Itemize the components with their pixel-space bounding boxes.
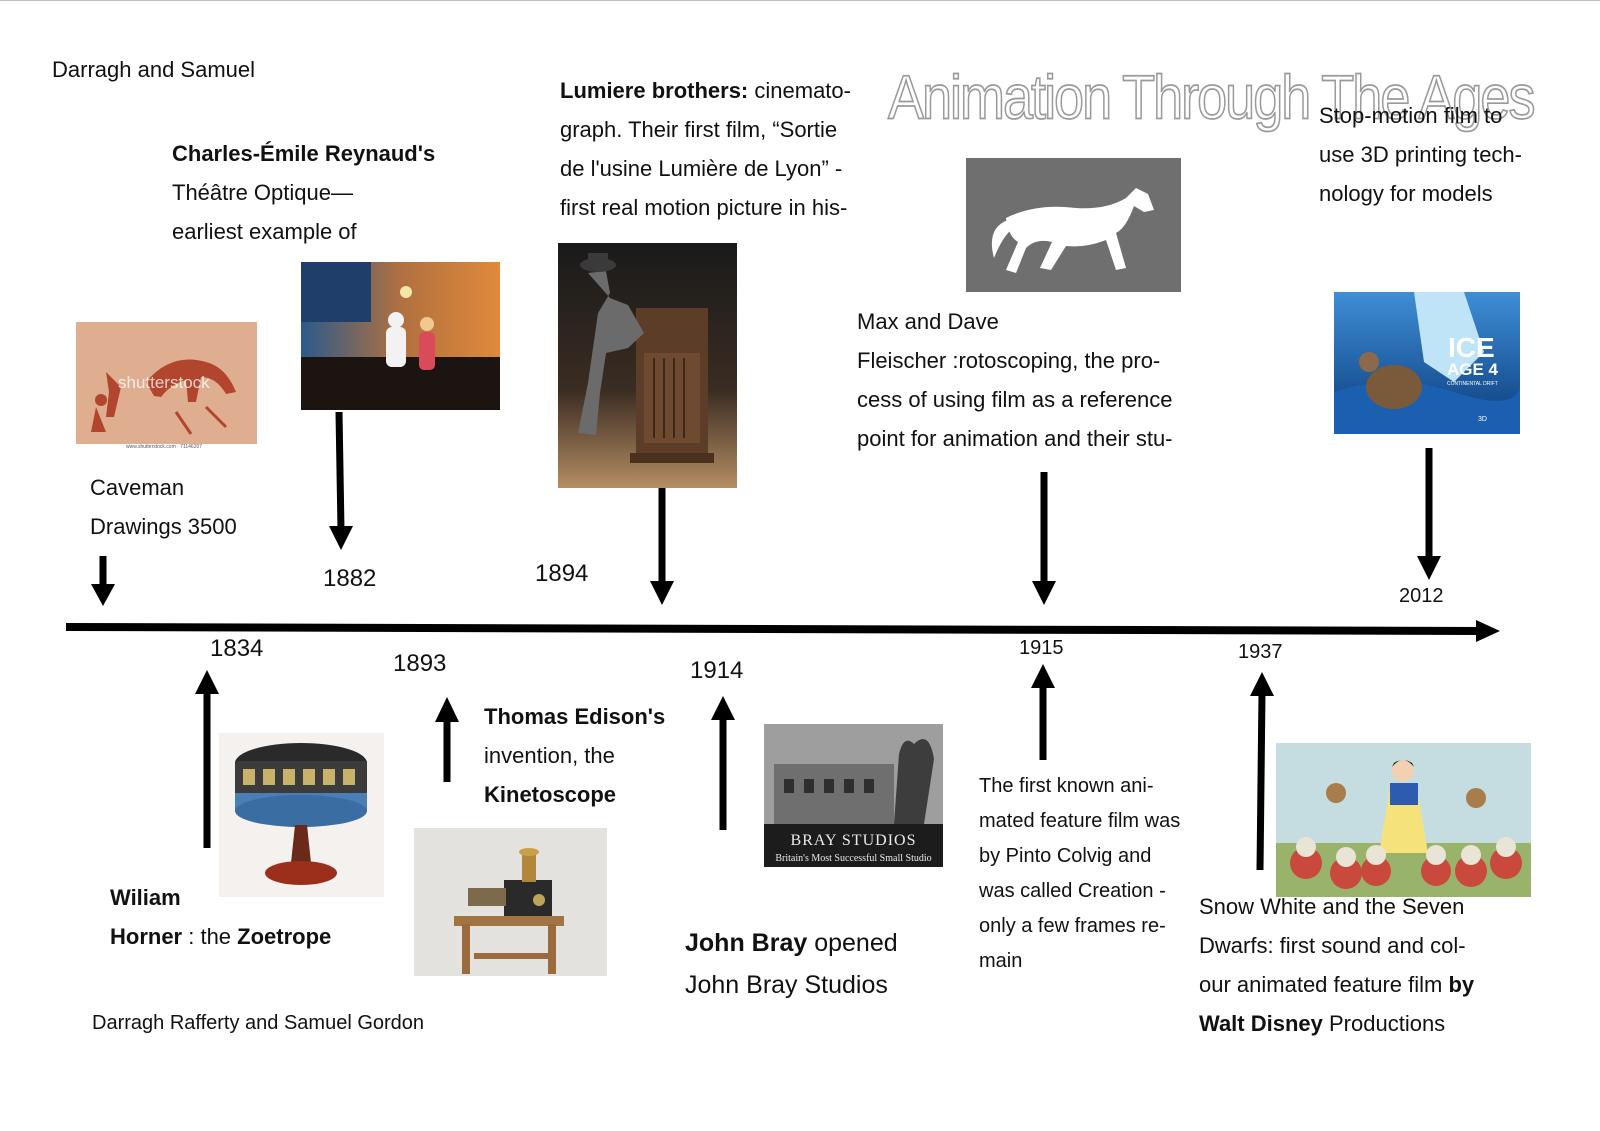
lumiere-text: Lumiere brothers: cinemato- graph. Their… — [560, 71, 851, 227]
page-top-border — [0, 0, 1600, 1]
snow-white-line-4a: Walt Disney — [1199, 1011, 1323, 1036]
arrow-1834 — [195, 670, 219, 848]
edison-text: Thomas Edison's invention, the Kinetosco… — [484, 697, 665, 814]
horner-line-2: Horner : the Zoetrope — [110, 917, 331, 956]
caveman-watermark: shutterstock — [118, 373, 210, 392]
fleischer-line-4: point for animation and their stu- — [857, 426, 1173, 451]
ice-age-line-1: Stop-motion film to — [1319, 103, 1503, 128]
lumiere-line-4: first real motion picture in his- — [560, 195, 848, 220]
ice-age-poster-2: AGE 4 — [1447, 360, 1499, 379]
snow-white-line-3b: by — [1448, 972, 1475, 997]
reynaud-text: Charles-Émile Reynaud's Théâtre Optique—… — [172, 134, 435, 251]
page-title: Animation Through The Ages — [887, 62, 1536, 133]
snow-white-text: Snow White and the Seven Dwarfs: first s… — [1199, 887, 1474, 1043]
main-timeline — [65, 620, 1500, 642]
fleischer-text: Max and Dave Fleischer :rotoscoping, the… — [857, 302, 1173, 458]
edison-device: Kinetoscope — [484, 782, 617, 807]
arrow-2012 — [1417, 448, 1441, 580]
ice-age-poster-1: ICE — [1448, 332, 1495, 363]
year-1915: 1915 — [1019, 637, 1064, 659]
year-1937: 1937 — [1238, 641, 1283, 663]
theatre-optique-image — [301, 262, 500, 410]
year-2012: 2012 — [1399, 585, 1444, 607]
ice-age-poster-image — [1334, 292, 1520, 434]
bray-sign-2: Britain's Most Successful Small Studio — [775, 853, 932, 864]
bray-studios-image — [764, 724, 943, 867]
authors-full: Darragh Rafferty and Samuel Gordon — [92, 1012, 425, 1034]
year-1914: 1914 — [690, 657, 744, 684]
horner-name-1: Wiliam — [110, 885, 181, 910]
creation-line-5: only a few frames re- — [979, 915, 1166, 937]
authors-short: Darragh and Samuel — [52, 57, 256, 82]
zoetrope-image — [219, 733, 384, 897]
rotoscope-horse-image — [966, 158, 1181, 292]
lumiere-name: Lumiere brothers: — [560, 78, 749, 103]
ice-age-line-2: use 3D printing tech- — [1319, 142, 1522, 167]
fleischer-line-1: Max and Dave — [857, 309, 999, 334]
creation-line-2: mated feature film was — [979, 810, 1181, 832]
bray-sign-1: BRAY STUDIOS — [790, 832, 917, 849]
arrow-1894 — [650, 488, 674, 605]
snow-white-line-4b: Productions — [1322, 1011, 1446, 1036]
reynaud-line-3: earliest example of — [172, 219, 357, 244]
caveman-line-1: Caveman — [90, 475, 185, 500]
arrow-1914 — [711, 696, 735, 830]
ice-age-poster-3: CONTINENTAL DRIFT — [1447, 381, 1498, 387]
bray-name: John Bray — [685, 929, 808, 957]
bray-line-2: John Bray Studios — [685, 971, 888, 999]
arrow-1915-up — [1031, 664, 1055, 760]
cinematograph-image — [558, 243, 737, 488]
lumiere-line-1: cinemato- — [748, 78, 851, 103]
year-1834: 1834 — [210, 635, 264, 662]
year-1893: 1893 — [393, 650, 447, 677]
arrow-1893 — [435, 697, 459, 782]
bray-rest: opened — [807, 929, 898, 957]
horner-name-2: Horner — [110, 924, 183, 949]
arrow-caveman — [91, 556, 115, 606]
reynaud-name: Charles-Émile Reynaud's — [172, 141, 436, 166]
edison-line-2: invention, the — [484, 743, 615, 768]
caveman-line-2: Drawings 3500 — [90, 514, 237, 539]
bray-text: John Bray opened John Bray Studios — [685, 922, 898, 1006]
lumiere-line-2: graph. Their first film, “Sortie — [560, 117, 838, 142]
edison-name: Thomas Edison's — [484, 704, 666, 729]
caveman-caption: www.shutterstock.com · 71146207 — [126, 444, 203, 450]
ice-age-poster-4: 3D — [1478, 416, 1487, 423]
ice-age-line-3: nology for models — [1319, 181, 1493, 206]
year-1894: 1894 — [535, 560, 589, 587]
creation-text: The first known ani- mated feature film … — [979, 769, 1180, 979]
creation-line-1: The first known ani- — [979, 775, 1154, 797]
caveman-text: Caveman Drawings 3500 — [90, 468, 237, 546]
snow-white-image — [1276, 743, 1531, 897]
snow-white-line-3a: our animated feature film — [1199, 972, 1449, 997]
arrow-1882 — [329, 411, 353, 550]
creation-line-3: by Pinto Colvig and — [979, 845, 1152, 867]
snow-white-line-2: Dwarfs: first sound and col- — [1199, 933, 1466, 958]
arrow-1915-down — [1032, 472, 1056, 605]
year-1882: 1882 — [323, 565, 377, 592]
arrow-1937 — [1250, 672, 1274, 871]
creation-line-4: was called Creation - — [979, 880, 1166, 902]
fleischer-line-3: cess of using film as a reference — [857, 387, 1173, 412]
horner-device: Zoetrope — [237, 924, 332, 949]
ice-age-text: Stop-motion film to use 3D printing tech… — [1319, 96, 1522, 213]
reynaud-line-2: Théâtre Optique— — [172, 180, 353, 205]
lumiere-line-3: de l'usine Lumière de Lyon” - — [560, 156, 843, 181]
creation-line-6: main — [979, 950, 1023, 972]
horner-mid: : the — [182, 924, 238, 949]
snow-white-line-1: Snow White and the Seven — [1199, 894, 1465, 919]
kinetoscope-image — [414, 828, 607, 976]
caveman-drawings-image — [76, 322, 257, 444]
fleischer-line-2: Fleischer :rotoscoping, the pro- — [857, 348, 1161, 373]
